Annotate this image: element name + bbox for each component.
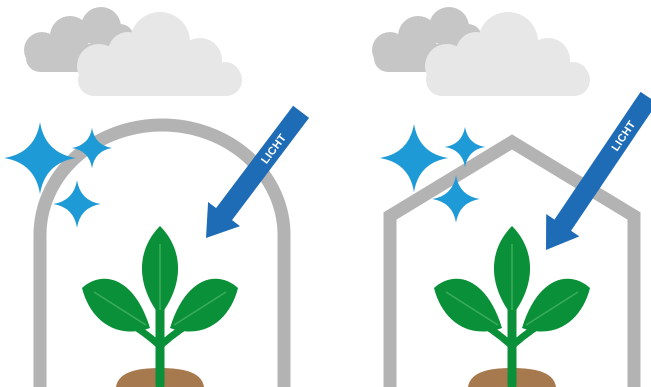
plant-icon (82, 226, 238, 387)
cloud-icon (372, 7, 590, 96)
rounded-greenhouse-panel: LICHT (4, 7, 317, 387)
pitched-greenhouse-panel: LICHT (372, 7, 651, 387)
cloud-icon (24, 7, 242, 96)
light-arrow-icon: LICHT (190, 100, 317, 250)
plant-icon (434, 226, 590, 387)
